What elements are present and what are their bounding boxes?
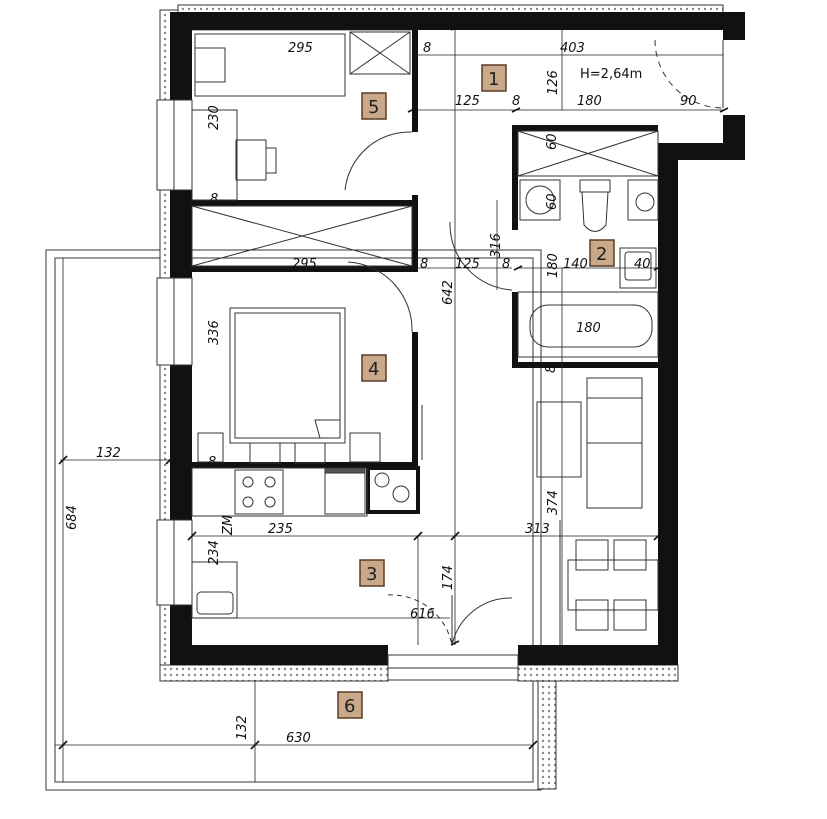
dim-180-b: 180 <box>546 253 561 278</box>
dim-8-e: 8 <box>502 257 510 272</box>
dim-125-a: 125 <box>455 94 480 109</box>
dim-313: 313 <box>525 522 550 537</box>
dim-60-a: 60 <box>545 133 560 150</box>
dim-174: 174 <box>441 565 456 590</box>
dim-140: 140 <box>563 257 588 272</box>
dim-316: 316 <box>489 233 504 258</box>
dim-295-mid: 295 <box>292 257 317 272</box>
dimension-ticks <box>58 25 729 750</box>
dim-8-a: 8 <box>423 41 431 56</box>
room-label-2: 2 <box>596 244 607 265</box>
dim-125-b: 125 <box>455 257 480 272</box>
walls <box>170 12 745 665</box>
dim-180-bath: 180 <box>576 321 601 336</box>
dim-374: 374 <box>546 490 561 515</box>
dim-336: 336 <box>207 320 222 345</box>
dim-235: 235 <box>268 522 293 537</box>
dim-630: 630 <box>286 731 311 746</box>
dim-230: 230 <box>207 105 222 130</box>
dim-180-a: 180 <box>577 94 602 109</box>
dim-132-left: 132 <box>96 446 121 461</box>
dim-90: 90 <box>680 94 697 109</box>
dim-60-b: 60 <box>545 193 560 210</box>
dim-642: 642 <box>441 280 456 305</box>
dim-616: 616 <box>410 607 435 622</box>
dimension-texts: 295 8 403 126 H=2,64m 125 8 180 90 230 6… <box>65 41 697 746</box>
room-label-5: 5 <box>368 97 379 118</box>
dim-8-c: 8 <box>210 192 218 207</box>
dim-132-bottom: 132 <box>235 715 250 740</box>
windows <box>156 40 745 681</box>
room-label-6: 6 <box>344 696 355 717</box>
dim-8-f: 8 <box>544 365 559 373</box>
height-note: H=2,64m <box>580 67 642 82</box>
room-label-1: 1 <box>488 69 499 90</box>
dimension-lines <box>55 29 723 782</box>
dim-295-top: 295 <box>288 41 313 56</box>
dim-8-d: 8 <box>420 257 428 272</box>
dim-126: 126 <box>546 70 561 95</box>
room-label-3: 3 <box>366 564 377 585</box>
room-label-4: 4 <box>368 359 379 380</box>
dim-8-g: 8 <box>208 455 216 470</box>
dim-684: 684 <box>65 505 80 530</box>
dim-403: 403 <box>560 41 585 56</box>
dim-40: 40 <box>634 257 651 272</box>
dim-zm: ZM <box>221 515 236 536</box>
dim-234: 234 <box>207 540 222 565</box>
furniture <box>191 31 724 646</box>
room-labels: 1 2 3 4 5 6 <box>337 64 615 719</box>
dim-8-b: 8 <box>512 94 520 109</box>
balcony-outline <box>45 249 542 791</box>
